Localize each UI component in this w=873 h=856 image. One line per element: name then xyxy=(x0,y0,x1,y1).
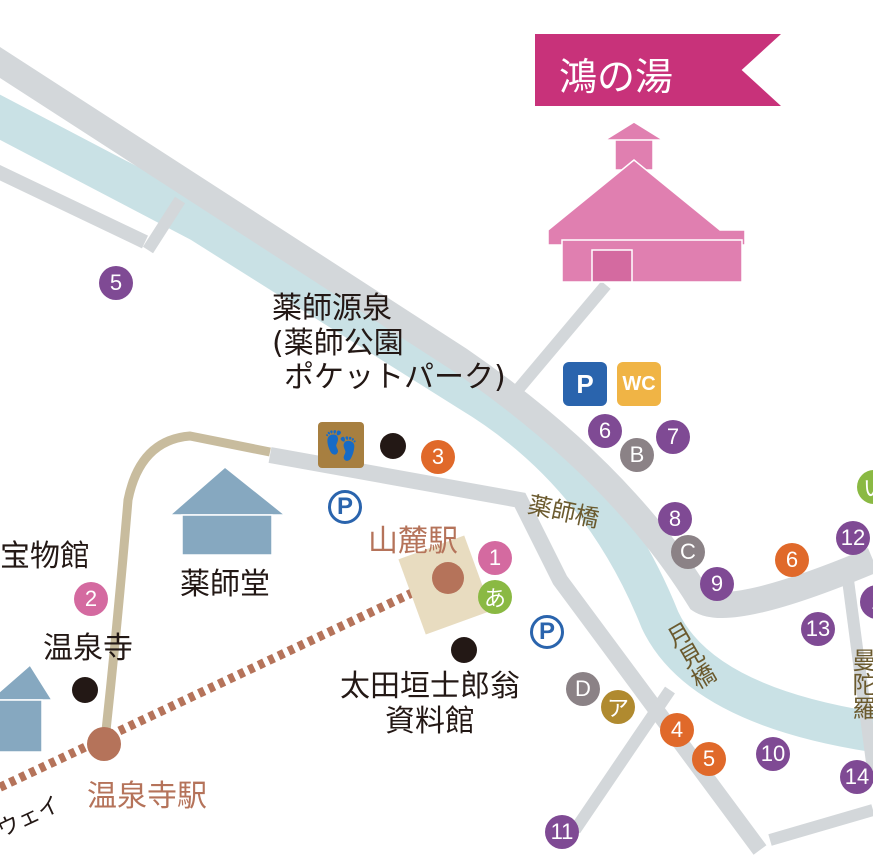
wc-sign: WC xyxy=(617,362,661,406)
road-tsukimi xyxy=(570,686,675,834)
marker-1[interactable]: 1 xyxy=(478,541,512,575)
label-ota-museum: 太田垣士郎翁 資料館 xyxy=(340,669,520,739)
marker-12[interactable]: 12 xyxy=(836,521,870,555)
label-mandala: 曼陀羅 xyxy=(848,648,873,720)
footbath-icon: 👣 xyxy=(318,422,364,468)
marker-i[interactable]: い xyxy=(857,470,873,504)
sanroku-station-dot xyxy=(432,562,464,594)
poi-dot xyxy=(72,677,98,703)
label-line: ポケットパーク) xyxy=(284,360,506,395)
label-sanroku-station: 山麓駅 xyxy=(368,524,458,559)
marker-14[interactable]: 14 xyxy=(840,760,873,794)
ropeway-line xyxy=(0,570,452,793)
marker-3[interactable]: 3 xyxy=(421,440,455,474)
marker-6-orange[interactable]: 6 xyxy=(775,543,809,577)
marker-9[interactable]: 9 xyxy=(700,567,734,601)
marker-5-orange[interactable]: 5 xyxy=(692,742,726,776)
road-main xyxy=(0,46,873,618)
marker-5[interactable]: 5 xyxy=(99,266,133,300)
road-kounoyu xyxy=(500,281,611,409)
road-bottom-right xyxy=(768,804,873,846)
marker-C[interactable]: C xyxy=(671,535,705,569)
kounoyu-building-icon xyxy=(547,121,746,283)
poi-dot xyxy=(380,433,406,459)
river xyxy=(0,94,873,752)
onsenji-station-dot xyxy=(87,727,121,761)
marker-D[interactable]: D xyxy=(566,672,600,706)
parking-icon: P xyxy=(328,490,362,524)
label-line: 太田垣士郎翁 xyxy=(340,669,520,704)
road-bridge-left xyxy=(142,196,186,254)
label-onsenji-station: 温泉寺駅 xyxy=(87,779,207,814)
label-yakushi-gensen: 薬師源泉 (薬師公園 ポケットパーク) xyxy=(272,291,506,396)
road-right-vertical xyxy=(842,579,873,771)
poi-dot xyxy=(451,637,477,663)
marker-7[interactable]: 7 xyxy=(656,420,690,454)
marker-4[interactable]: 4 xyxy=(660,713,694,747)
label-homotsukan: 宝物館 xyxy=(0,539,90,574)
marker-8[interactable]: 8 xyxy=(658,502,692,536)
marker-1x[interactable]: 1 xyxy=(860,585,873,619)
marker-11[interactable]: 11 xyxy=(545,815,579,849)
kounoyu-banner[interactable]: 鴻の湯 xyxy=(535,34,781,106)
marker-13[interactable]: 13 xyxy=(801,612,835,646)
yakushido-building-icon xyxy=(168,466,288,556)
kounoyu-title: 鴻の湯 xyxy=(559,55,674,99)
label-onsenji: 温泉寺 xyxy=(43,631,133,666)
parking-sign: P xyxy=(563,362,607,406)
label-line: (薬師公園 xyxy=(272,325,404,361)
marker-10[interactable]: 10 xyxy=(756,737,790,771)
road-left-lower xyxy=(0,165,149,249)
label-line: 資料館 xyxy=(385,703,475,739)
onsenji-building-icon xyxy=(0,663,54,753)
marker-a-kata[interactable]: ア xyxy=(601,690,635,724)
parking-icon: P xyxy=(530,615,564,649)
label-line: 薬師源泉 xyxy=(272,291,392,326)
marker-a[interactable]: あ xyxy=(478,580,512,614)
marker-B[interactable]: B xyxy=(620,438,654,472)
marker-6[interactable]: 6 xyxy=(588,414,622,448)
marker-2[interactable]: 2 xyxy=(74,582,108,616)
label-yakushido: 薬師堂 xyxy=(180,567,270,602)
walking-path xyxy=(100,431,271,741)
